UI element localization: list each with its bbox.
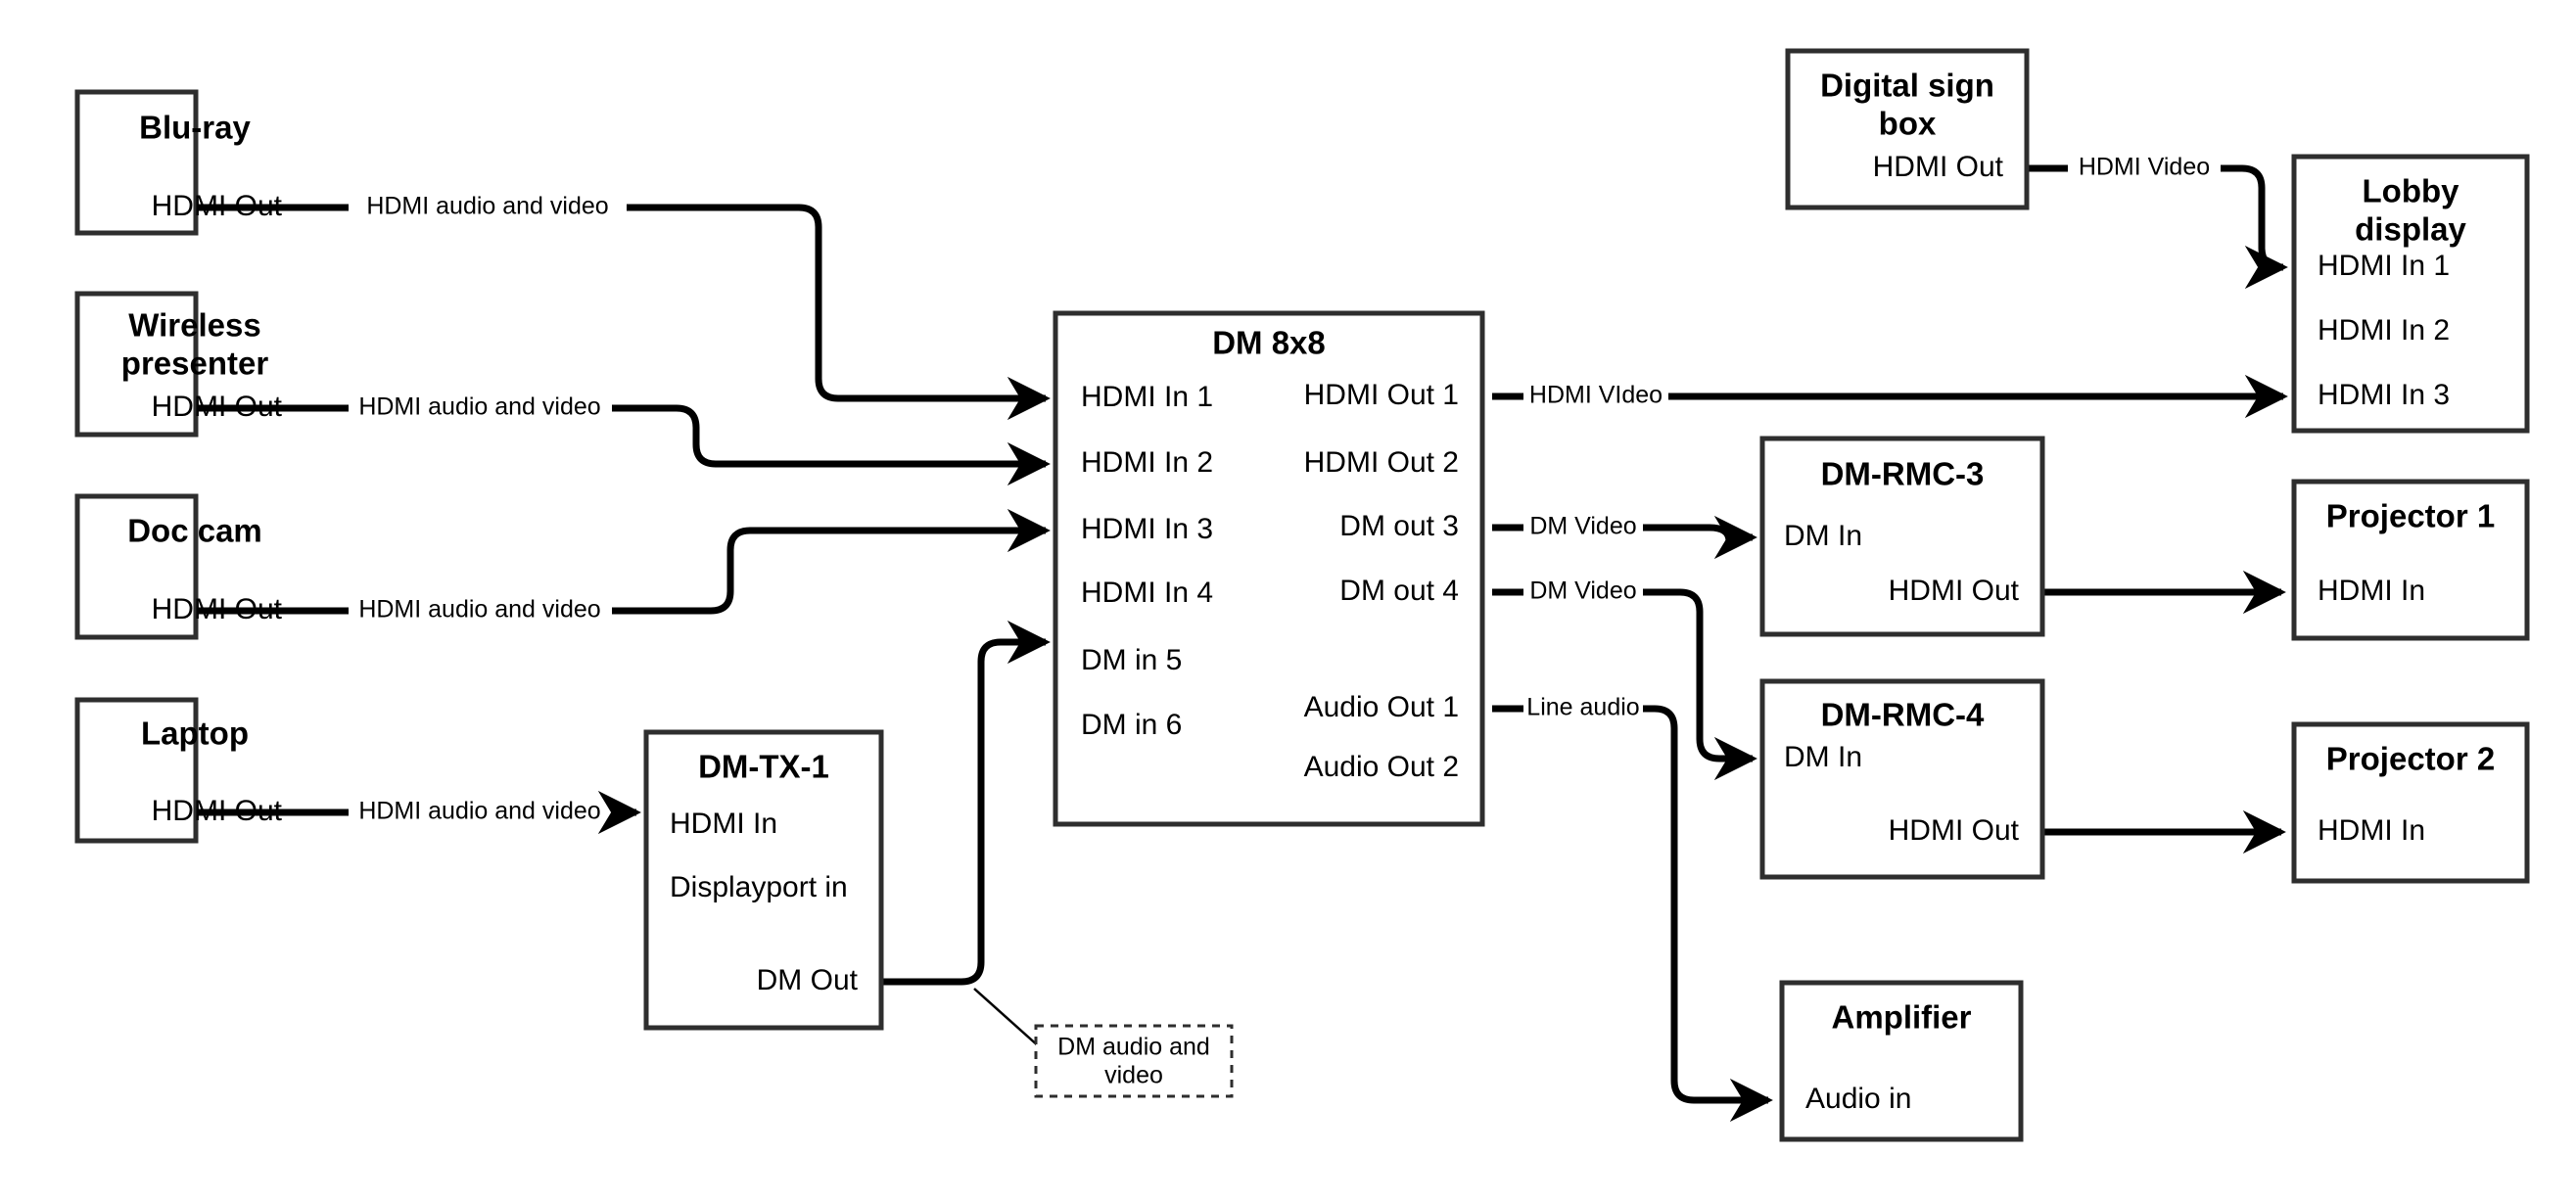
node-projector-1-box[interactable]: [2291, 479, 2530, 641]
node-projector-1-title: Projector 1: [2326, 498, 2495, 534]
port-dm-8x8-hdmi-out-1: HDMI Out 1: [1304, 379, 1459, 411]
note-dm-audio-and-video-line2: video: [1104, 1062, 1163, 1089]
port-dm-8x8-hdmi-in-3: HDMI In 3: [1081, 513, 1213, 545]
edge-dm-out3-to-rmc3[interactable]: [1492, 528, 1753, 541]
node-amplifier-box[interactable]: [1779, 980, 2024, 1142]
port-dm-8x8-audio-out-1: Audio Out 1: [1304, 691, 1459, 723]
node-dm-8x8-title: DM 8x8: [1212, 325, 1326, 361]
node-blu-ray-box[interactable]: [74, 89, 199, 236]
port-dm-tx-1-dm-out: DM Out: [757, 964, 859, 996]
port-dm-8x8-hdmi-in-4: HDMI In 4: [1081, 577, 1213, 609]
edge-dm-out4-to-rmc4[interactable]: [1492, 588, 1753, 759]
node-digital-sign-box[interactable]: Digital sign box HDMI Out: [1785, 48, 2030, 210]
node-projector-2-title: Projector 2: [2326, 741, 2495, 777]
edge-dm-audio1-to-amp[interactable]: [1492, 705, 1768, 1100]
port-doc-cam-hdmi-out: HDMI Out: [152, 593, 283, 625]
port-dm-rmc-4-hdmi-out: HDMI Out: [1889, 814, 2020, 847]
node-digital-sign-box-box[interactable]: [1785, 48, 2030, 210]
edge-label-dm-video-out3: DM Video: [1529, 513, 1636, 540]
edge-label-signbox: HDMI Video: [2079, 154, 2210, 181]
node-dm-8x8[interactable]: DM 8x8 HDMI In 1 HDMI In 2 HDMI In 3 HDM…: [1053, 310, 1485, 827]
node-wireless-presenter[interactable]: Wireless presenter HDMI Out: [74, 291, 283, 438]
node-laptop[interactable]: Laptop HDMI Out: [74, 697, 283, 844]
node-lobby-display-title-line1: Lobby: [2363, 173, 2460, 209]
node-wireless-presenter-title-line1: Wireless: [128, 307, 260, 344]
node-digital-sign-box-title-line2: box: [1879, 106, 1937, 142]
node-dm-8x8-box[interactable]: [1053, 310, 1485, 827]
edge-label-doccam: HDMI audio and video: [358, 596, 600, 624]
port-wireless-presenter-hdmi-out: HDMI Out: [152, 391, 283, 423]
port-projector-2-hdmi-in: HDMI In: [2318, 814, 2425, 847]
port-dm-8x8-dm-out-4: DM out 4: [1339, 575, 1459, 607]
port-dm-8x8-audio-out-2: Audio Out 2: [1304, 751, 1459, 783]
node-dm-rmc-4-box[interactable]: [1759, 678, 2045, 880]
node-dm-rmc-4[interactable]: DM-RMC-4 DM In HDMI Out: [1759, 678, 2045, 880]
edge-label-laptop: HDMI audio and video: [358, 798, 600, 825]
edge-doccam-to-dm-in3[interactable]: [196, 531, 1046, 615]
node-dm-tx-1-title: DM-TX-1: [698, 749, 829, 785]
node-doc-cam[interactable]: Doc cam HDMI Out: [74, 493, 283, 640]
port-dm-8x8-dm-out-3: DM out 3: [1339, 510, 1459, 542]
port-dm-8x8-hdmi-in-2: HDMI In 2: [1081, 446, 1213, 479]
edge-label-layer: HDMI audio and video HDMI audio and vide…: [358, 154, 2210, 825]
node-projector-2[interactable]: Projector 2 HDMI In: [2291, 721, 2530, 884]
node-dm-rmc-4-title: DM-RMC-4: [1821, 697, 1985, 733]
note-dm-audio-and-video-line1: DM audio and: [1057, 1034, 1210, 1061]
edge-tx-to-dm-in5[interactable]: [881, 620, 1051, 986]
node-projector-2-box[interactable]: [2291, 721, 2530, 884]
port-blu-ray-hdmi-out: HDMI Out: [152, 190, 283, 222]
node-dm-tx-1[interactable]: DM-TX-1 HDMI In Displayport in DM Out: [643, 729, 884, 1031]
edge-label-line-audio: Line audio: [1526, 694, 1639, 721]
node-lobby-display-title-line2: display: [2355, 211, 2466, 248]
node-dm-rmc-3-title: DM-RMC-3: [1821, 456, 1985, 492]
port-dm-8x8-dm-in-6: DM in 6: [1081, 709, 1182, 741]
node-wireless-presenter-title-line2: presenter: [121, 346, 269, 382]
port-dm-8x8-hdmi-in-1: HDMI In 1: [1081, 381, 1213, 413]
port-digital-sign-box-hdmi-out: HDMI Out: [1873, 151, 2004, 183]
node-wireless-presenter-box[interactable]: [74, 291, 199, 438]
port-dm-rmc-3-dm-in: DM In: [1784, 520, 1862, 552]
port-lobby-display-hdmi-in-1: HDMI In 1: [2318, 250, 2450, 282]
note-dm-audio-and-video-box: [1034, 1024, 1234, 1098]
node-dm-rmc-3-box[interactable]: [1759, 436, 2045, 637]
node-lobby-display-box[interactable]: [2291, 154, 2530, 434]
node-lobby-display[interactable]: Lobby display HDMI In 1 HDMI In 2 HDMI I…: [2291, 154, 2530, 434]
port-lobby-display-hdmi-in-2: HDMI In 2: [2318, 314, 2450, 346]
node-amplifier[interactable]: Amplifier Audio in: [1779, 980, 2024, 1142]
port-amplifier-audio-in: Audio in: [1805, 1083, 1911, 1115]
port-dm-tx-1-hdmi-in: HDMI In: [670, 808, 777, 840]
node-dm-tx-1-box[interactable]: [643, 729, 884, 1031]
node-laptop-title: Laptop: [141, 716, 249, 752]
port-lobby-display-hdmi-in-3: HDMI In 3: [2318, 379, 2450, 411]
node-doc-cam-title: Doc cam: [127, 513, 262, 549]
edge-signbox-to-lobby-in1[interactable]: [2027, 164, 2283, 267]
note-leader-line: [973, 988, 1041, 1048]
node-doc-cam-box[interactable]: [74, 493, 199, 640]
node-laptop-box[interactable]: [74, 697, 199, 844]
edge-label-hdmi-video-out1: HDMI VIdeo: [1529, 382, 1663, 409]
edge-label-wireless: HDMI audio and video: [358, 393, 600, 421]
note-dm-audio-and-video: DM audio and video: [1034, 1024, 1234, 1098]
port-dm-8x8-hdmi-out-2: HDMI Out 2: [1304, 446, 1459, 479]
port-projector-1-hdmi-in: HDMI In: [2318, 575, 2425, 607]
node-amplifier-title: Amplifier: [1831, 999, 1971, 1036]
node-dm-rmc-3[interactable]: DM-RMC-3 DM In HDMI Out: [1759, 436, 2045, 637]
node-digital-sign-box-title-line1: Digital sign: [1820, 68, 1994, 104]
port-dm-8x8-dm-in-5: DM in 5: [1081, 644, 1182, 676]
edge-label-bluray: HDMI audio and video: [366, 193, 608, 220]
edge-label-dm-video-out4: DM Video: [1529, 577, 1636, 605]
port-dm-rmc-3-hdmi-out: HDMI Out: [1889, 575, 2020, 607]
node-blu-ray-title: Blu-ray: [139, 110, 251, 146]
port-dm-tx-1-displayport-in: Displayport in: [670, 871, 848, 903]
node-blu-ray[interactable]: Blu-ray HDMI Out: [74, 89, 283, 236]
connection-layer: [196, 164, 2283, 1100]
edge-wireless-to-dm-in2[interactable]: [196, 404, 1046, 464]
edge-bluray-to-dm-in1[interactable]: [196, 204, 1046, 398]
port-laptop-hdmi-out: HDMI Out: [152, 795, 283, 827]
node-projector-1[interactable]: Projector 1 HDMI In: [2291, 479, 2530, 641]
port-dm-rmc-4-dm-in: DM In: [1784, 741, 1862, 773]
